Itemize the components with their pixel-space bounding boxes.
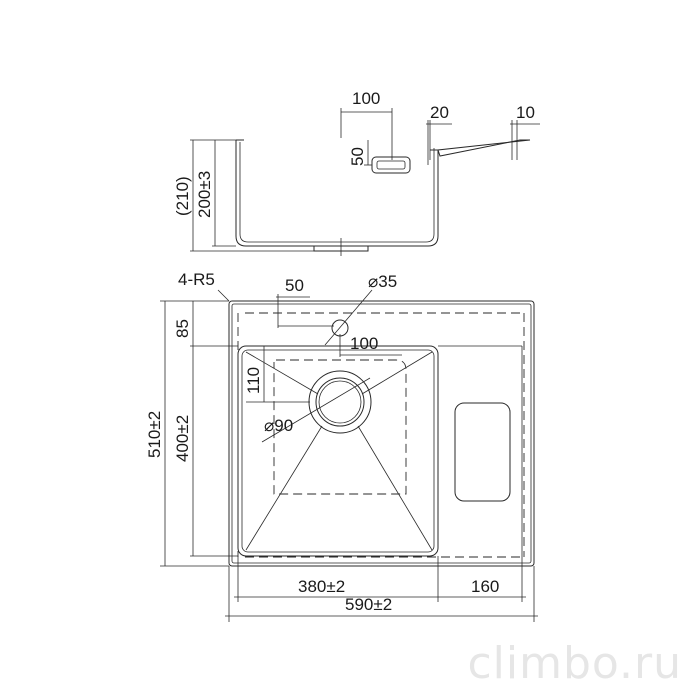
dim-label-200: 200±3 bbox=[195, 171, 214, 218]
dim-label-50: 50 bbox=[348, 147, 367, 166]
leader-corner-radius bbox=[217, 289, 230, 302]
plan-inner-frame bbox=[231, 303, 532, 564]
dim-label-10: 10 bbox=[516, 103, 535, 122]
dim-label-510: 510±2 bbox=[145, 411, 164, 458]
label-corner-radius: 4-R5 bbox=[178, 270, 215, 289]
plan-slope-line bbox=[245, 425, 323, 551]
dim-label-50-plan: 50 bbox=[285, 276, 304, 295]
side-view-overflow-slot bbox=[371, 156, 411, 174]
side-view-bowl-inner bbox=[239, 142, 435, 243]
dim-label-400: 400±2 bbox=[173, 415, 192, 462]
plan-drain-outer bbox=[308, 370, 372, 434]
plan-drain-mid bbox=[315, 377, 365, 427]
plan-drain-diameter-line bbox=[261, 377, 371, 443]
dim-label-100-plan: 100 bbox=[350, 334, 378, 353]
plan-slope-line bbox=[361, 351, 433, 395]
watermark: climbo.ru bbox=[467, 638, 682, 689]
plan-view: 4-R5 ⌀35 50 100 85 110 ⌀90 510±2 400±2 bbox=[145, 270, 538, 622]
dim-label-85: 85 bbox=[173, 319, 192, 338]
side-view-overflow-slot-inner bbox=[376, 160, 406, 170]
dim-label-100: 100 bbox=[352, 89, 380, 108]
plan-slope-line bbox=[245, 351, 319, 395]
dim-label-590: 590±2 bbox=[345, 595, 392, 614]
plan-outer-frame bbox=[228, 300, 535, 567]
side-view-bowl-outline bbox=[235, 139, 531, 247]
dim-label-20: 20 bbox=[430, 103, 449, 122]
plan-drainer-slot bbox=[454, 402, 511, 502]
dim-label-110: 110 bbox=[244, 367, 263, 394]
plan-tap-leader bbox=[324, 289, 373, 346]
plan-slope-line bbox=[357, 425, 433, 551]
side-view-drainer-rim bbox=[430, 139, 530, 157]
label-tap-diameter: ⌀35 bbox=[368, 272, 397, 291]
plan-bowl bbox=[237, 345, 439, 557]
dim-label-210: (210) bbox=[173, 176, 192, 216]
label-drain-diameter: ⌀90 bbox=[264, 416, 293, 435]
dim-label-380: 380±2 bbox=[298, 577, 345, 596]
dim-label-160: 160 bbox=[471, 577, 499, 596]
plan-drain-inner bbox=[318, 380, 362, 424]
plan-bowl-bottom-contour bbox=[273, 359, 407, 495]
side-view: 100 50 20 10 (210) 200±3 bbox=[173, 89, 540, 256]
plan-bowl-inner bbox=[241, 349, 435, 553]
